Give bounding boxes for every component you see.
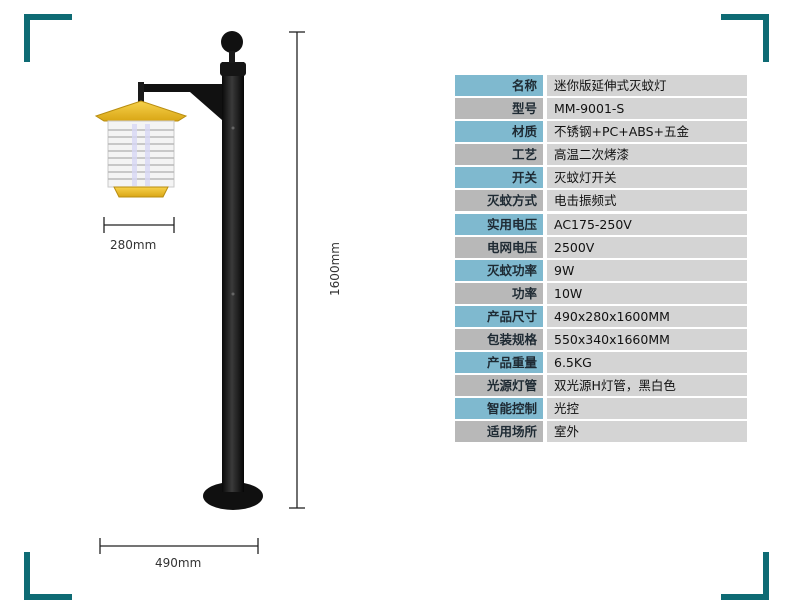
corner-bracket-bottom-right xyxy=(721,552,769,600)
spec-row: 智能控制光控 xyxy=(455,398,747,420)
spec-value: 室外 xyxy=(547,421,747,443)
spec-row: 光源灯管双光源H灯管，黑白色 xyxy=(455,375,747,397)
corner-bracket-top-right xyxy=(721,14,769,62)
spec-value: 双光源H灯管，黑白色 xyxy=(547,375,747,397)
spec-row: 名称迷你版延伸式灭蚊灯 xyxy=(455,75,747,96)
spec-key: 工艺 xyxy=(455,144,543,166)
spec-value: 灭蚊灯开关 xyxy=(547,167,747,189)
spec-key: 产品重量 xyxy=(455,352,543,374)
spec-key: 灭蚊方式 xyxy=(455,190,543,212)
base-width-label: 490mm xyxy=(155,556,202,570)
spec-value: 550x340x1660MM xyxy=(547,329,747,351)
lamp-post xyxy=(138,31,263,510)
product-illustration xyxy=(94,31,305,554)
lamp-bottom-tray xyxy=(113,186,169,198)
spec-key: 名称 xyxy=(455,75,543,96)
spec-value: MM-9001-S xyxy=(547,98,747,120)
spec-value: 迷你版延伸式灭蚊灯 xyxy=(547,75,747,96)
spec-value: 6.5KG xyxy=(547,352,747,374)
spec-row: 灭蚊方式电击振频式 xyxy=(455,190,747,212)
spec-value: 10W xyxy=(547,282,747,304)
post-arm xyxy=(140,84,222,120)
post-base xyxy=(203,482,263,510)
spec-key: 实用电压 xyxy=(455,213,543,235)
spec-key: 智能控制 xyxy=(455,398,543,420)
spec-key: 开关 xyxy=(455,167,543,189)
spec-row: 工艺高温二次烤漆 xyxy=(455,144,747,166)
spec-value: 2500V xyxy=(547,236,747,258)
spec-key: 材质 xyxy=(455,121,543,143)
spec-value: 电击振频式 xyxy=(547,190,747,212)
spec-key: 功率 xyxy=(455,282,543,304)
spec-key: 电网电压 xyxy=(455,236,543,258)
dimension-lines xyxy=(99,31,305,554)
spec-value: 9W xyxy=(547,259,747,281)
spec-key: 型号 xyxy=(455,98,543,120)
lamp-width-label: 280mm xyxy=(110,238,157,252)
spec-key: 包装规格 xyxy=(455,329,543,351)
height-label: 1600mm xyxy=(327,242,342,296)
spec-key: 光源灯管 xyxy=(455,375,543,397)
spec-value: 不锈钢+PC+ABS+五金 xyxy=(547,121,747,143)
corner-bracket-bottom-left xyxy=(24,552,72,600)
post-pole xyxy=(222,62,244,492)
spec-row: 材质不锈钢+PC+ABS+五金 xyxy=(455,121,747,143)
spec-value: AC175-250V xyxy=(547,213,747,235)
spec-key: 产品尺寸 xyxy=(455,305,543,327)
spec-value: 光控 xyxy=(547,398,747,420)
spec-row: 适用场所室外 xyxy=(455,421,747,443)
spec-row: 开关灭蚊灯开关 xyxy=(455,167,747,189)
lamp-head xyxy=(94,100,188,198)
spec-key: 灭蚊功率 xyxy=(455,259,543,281)
corner-bracket-top-left xyxy=(24,14,72,62)
spec-value: 高温二次烤漆 xyxy=(547,144,747,166)
spec-value: 490x280x1600MM xyxy=(547,305,747,327)
lamp-cap xyxy=(94,100,188,122)
spec-key: 适用场所 xyxy=(455,421,543,443)
